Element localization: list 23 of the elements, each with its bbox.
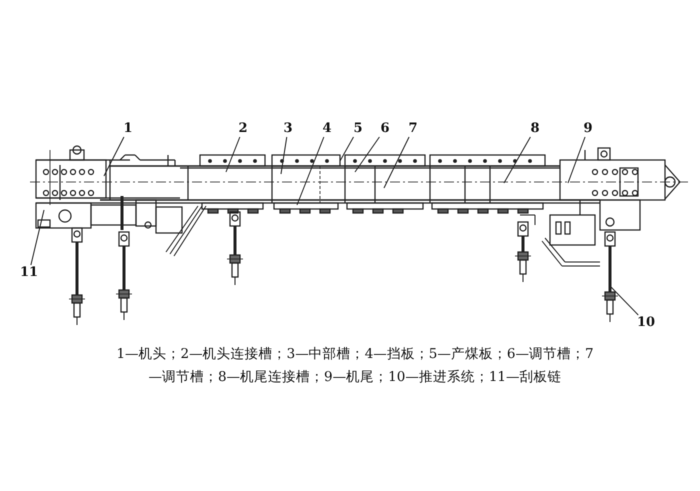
leader-line	[296, 136, 324, 206]
leader-line	[504, 136, 531, 184]
leader-line	[384, 136, 410, 188]
callout-number: 6	[379, 122, 391, 136]
leader-line	[610, 286, 639, 316]
callout-number: 2	[237, 122, 249, 136]
callout-number: 7	[407, 122, 419, 136]
leader-line	[104, 136, 124, 176]
leader-line	[280, 136, 288, 174]
leader-line	[30, 210, 44, 266]
callout-number: 5	[352, 122, 364, 136]
callout-number: 4	[321, 122, 333, 136]
callout-number: 1	[122, 122, 134, 136]
leader-line	[354, 136, 380, 172]
callout-number: 3	[282, 122, 294, 136]
leader-line	[568, 136, 586, 184]
caption: 1—机头；2—机头连接槽；3—中部槽；4—挡板；5—产煤板；6—调节槽；7—调节槽；8—机尾连接槽；9—机尾；10—推进系统；11—刮板链	[115, 345, 595, 387]
callout-number: 8	[529, 122, 541, 136]
callout-number: 9	[582, 122, 594, 136]
leader-line	[340, 136, 354, 162]
leader-line	[226, 136, 240, 172]
callout-number: 11	[20, 266, 38, 280]
callout-number: 10	[636, 316, 656, 330]
